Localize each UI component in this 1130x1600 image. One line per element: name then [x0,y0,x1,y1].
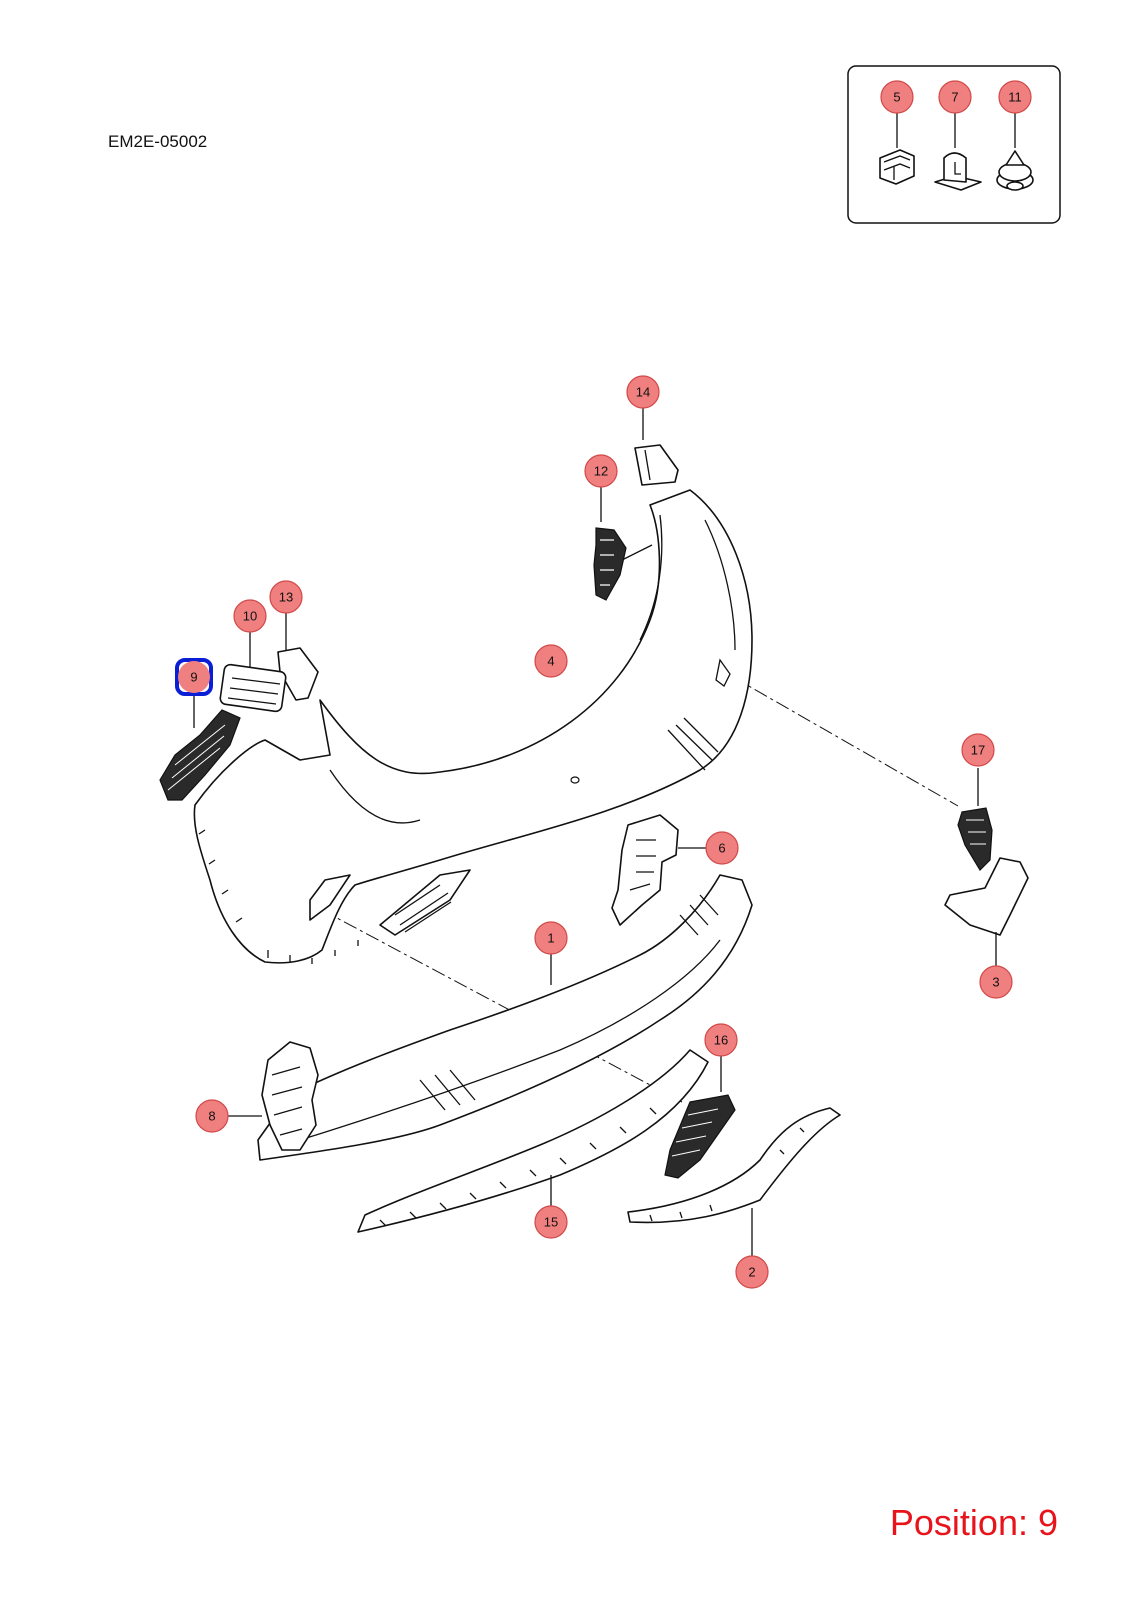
fastener-11-push-clip[interactable] [996,110,1034,191]
part-10-grille[interactable] [219,632,287,713]
callout-label: 12 [594,464,608,479]
part-12-bracket[interactable] [593,478,653,601]
callout-13[interactable]: 13 [269,580,303,614]
callout-circle [178,661,210,693]
callout-label: 4 [547,654,554,669]
part-15-strip[interactable] [357,1049,709,1233]
callout-9[interactable]: 9 [175,658,213,696]
callout-circle [979,965,1013,999]
fastener-7-nut[interactable] [934,110,982,191]
callout-3[interactable]: 3 [979,965,1013,999]
callout-label: 10 [243,609,257,624]
callout-circle [880,80,914,114]
callout-label: 2 [748,1265,755,1280]
callout-14[interactable]: 14 [626,375,660,409]
part-16-reflector[interactable] [664,1054,736,1179]
callout-circle [961,733,995,767]
callout-7[interactable]: 7 [938,80,972,114]
callout-12[interactable]: 12 [584,454,618,488]
part-3-trim[interactable] [944,857,1029,968]
callout-circle [735,1255,769,1289]
selected-highlight [175,658,213,696]
callout-circle [705,831,739,865]
callout-circle [704,1023,738,1057]
callout-16[interactable]: 16 [704,1023,738,1057]
fastener-inset-box [847,65,1061,224]
alignment-line-17 [732,676,959,807]
callout-6[interactable]: 6 [705,831,739,865]
callout-label: 5 [893,90,900,105]
diagram-code: EM2E-05002 [108,132,208,151]
callout-circle [269,580,303,614]
callout-label: 7 [951,90,958,105]
callout-2[interactable]: 2 [735,1255,769,1289]
callout-label: 14 [636,385,650,400]
part-1-valance[interactable] [257,874,753,1161]
callout-label: 13 [279,590,293,605]
callout-label: 16 [714,1033,728,1048]
part-2-trim[interactable] [627,1107,841,1258]
callout-label: 8 [208,1109,215,1124]
callout-4[interactable]: 4 [534,644,568,678]
callout-circle [534,644,568,678]
position-label: Position: 9 [889,1502,1058,1543]
callout-label: 15 [544,1215,558,1230]
callout-15[interactable]: 15 [534,1205,568,1239]
callout-label: 9 [190,670,197,685]
callout-circle [233,599,267,633]
callout-circle [626,375,660,409]
callout-11[interactable]: 11 [998,80,1032,114]
part-14-cover[interactable] [634,402,679,486]
part-17-reflector[interactable] [957,768,993,871]
alignment-line-16 [321,909,683,1103]
part-6-bracket[interactable] [611,814,708,926]
callout-10[interactable]: 10 [233,599,267,633]
callout-label: 11 [1008,90,1022,105]
callout-circle [584,454,618,488]
fastener-5-clip[interactable] [879,110,915,185]
callout-circle [195,1099,229,1133]
callout-circle [938,80,972,114]
callout-label: 3 [992,975,999,990]
callout-5[interactable]: 5 [880,80,914,114]
part-9-bracket[interactable] [159,692,241,801]
callout-label: 6 [718,841,725,856]
callout-label: 1 [547,931,554,946]
callout-circle [534,1205,568,1239]
bumper-cover-part-4[interactable] [193,489,753,964]
part-8-bracket[interactable] [228,1041,319,1151]
callout-circle [534,921,568,955]
callout-1[interactable]: 1 [534,921,568,955]
callout-label: 17 [971,743,985,758]
callout-17[interactable]: 17 [961,733,995,767]
callout-8[interactable]: 8 [195,1099,229,1133]
callout-circle [998,80,1032,114]
